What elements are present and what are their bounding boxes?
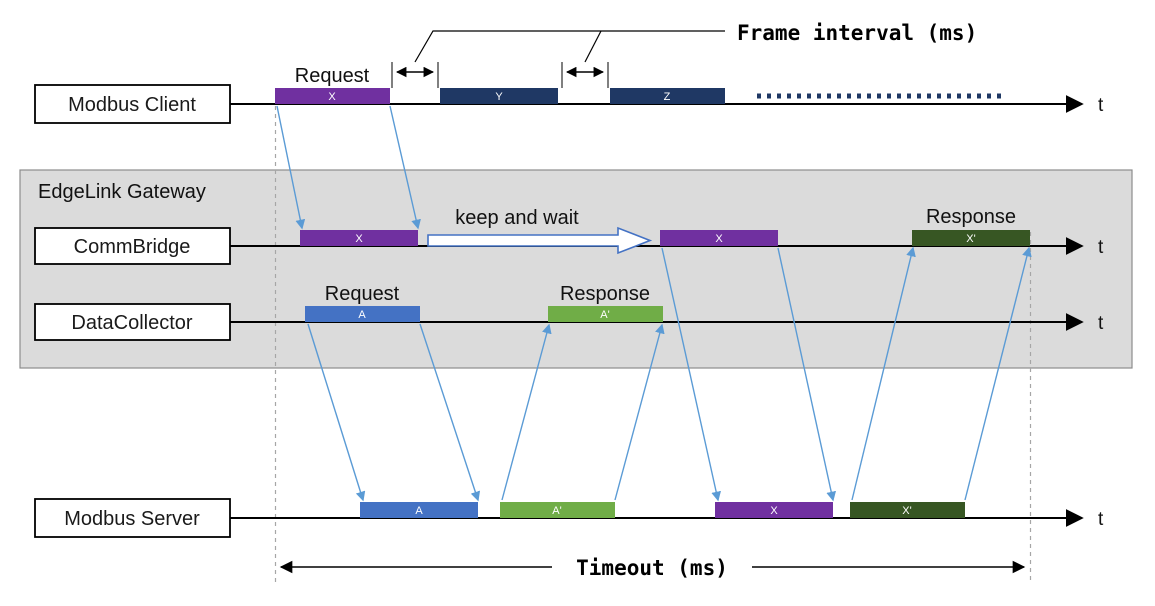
flow-arrow-collectorA-to-serverA-right [419,323,481,502]
collector-request-label: Request [325,283,400,305]
server-lane-label: Modbus Server [64,508,200,530]
block-commbridge-x2-label: X [715,233,723,245]
block-commbridge-x2 [660,230,778,246]
keep-and-wait-label: keep and wait [455,207,579,229]
frame-interval-label: Frame interval (ms) [737,21,977,45]
block-client-y [440,88,558,104]
commbridge-lane-box [34,227,231,265]
block-client-x [275,88,390,104]
commbridge-axis-t-label: t [1098,237,1104,258]
client-lane-label: Modbus Client [68,94,196,116]
block-commbridge-xr-label: X' [966,233,975,245]
server-axis-t-label: t [1098,509,1104,530]
block-client-z [610,88,725,104]
block-collector-ar-label: A' [600,309,609,321]
flow-arrow-serverXr-to-commbridgeXr-left [851,246,916,501]
flow-arrow-clientX-to-commbridgeX-right [389,105,421,230]
flow-arrow-clientX-to-commbridgeX-left [276,105,306,230]
keep-and-wait-arrow [427,226,653,255]
block-collector-a [305,306,420,322]
flow-arrow-serverXr-to-commbridgeXr-right [964,246,1032,501]
collector-response-label: Response [560,283,650,305]
timeout-label: Timeout (ms) [576,556,728,580]
block-collector-a-label: A [358,309,366,321]
datacollector-axis-t-label: t [1098,313,1104,334]
block-commbridge-xr [912,230,1030,246]
datacollector-lane-box [34,303,231,341]
client-axis-t-label: t [1098,95,1104,116]
flow-arrow-serverAr-to-collectorAr-left [501,323,552,501]
block-server-xr-label: X' [902,505,911,517]
flow-arrow-collectorA-to-serverA-left [307,323,366,502]
datacollector-lane-label: DataCollector [71,312,193,334]
server-lane-box [34,498,231,538]
edgelink-gateway-label: EdgeLink Gateway [38,181,206,203]
commbridge-response-label: Response [926,206,1016,228]
flow-arrow-serverAr-to-collectorAr-right [614,323,665,501]
block-commbridge-x1-label: X [355,233,363,245]
block-server-a-label: A [415,505,423,517]
flow-arrow-commbridgeX2-to-serverX-left [661,247,721,502]
block-collector-ar [548,306,663,322]
block-server-ar [500,502,615,518]
block-server-ar-label: A' [552,505,561,517]
block-server-x [715,502,833,518]
block-server-x-label: X [770,505,778,517]
frame-interval-leader-1 [414,30,725,63]
block-client-y-label: Y [495,91,503,103]
block-client-x-label: X [328,91,336,103]
commbridge-lane-label: CommBridge [74,236,191,258]
block-client-z-label: Z [664,91,671,103]
flow-arrow-commbridgeX2-to-serverX-right [777,247,837,502]
block-commbridge-x1 [300,230,418,246]
frame-interval-leader-2 [584,30,602,63]
block-server-a [360,502,478,518]
client-lane-box [34,84,231,124]
block-server-xr [850,502,965,518]
client-request-label: Request [295,65,370,87]
